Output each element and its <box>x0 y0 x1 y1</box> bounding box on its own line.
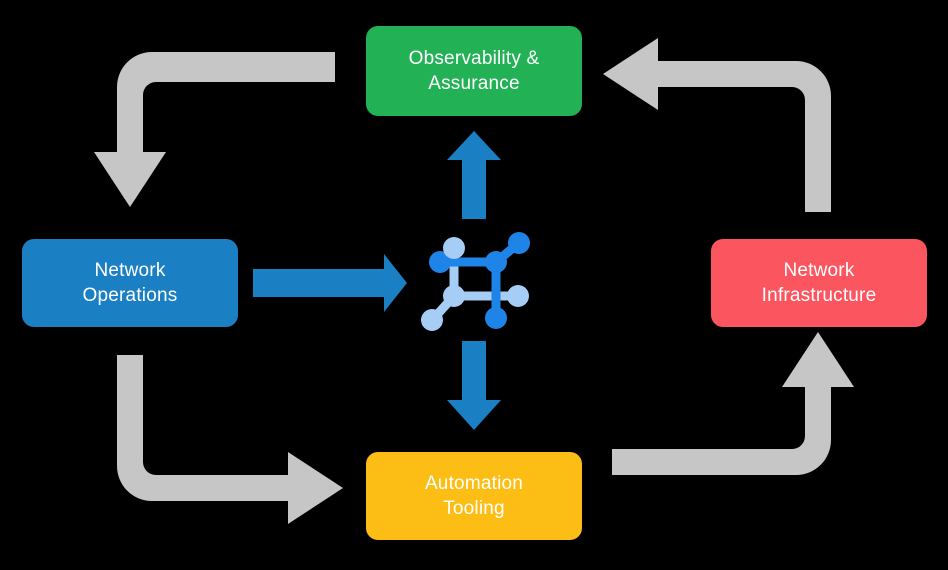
topology-node-top-right <box>508 232 530 254</box>
hub-arrow-hub-to-observability <box>447 131 501 219</box>
cycle-arrow-automation-to-infrastructure <box>612 332 854 475</box>
topology-node-left <box>429 251 451 273</box>
node-network-infrastructure-label: Network Infrastructure <box>761 259 877 306</box>
topology-node-bottom-left <box>421 309 443 331</box>
node-automation-tooling[interactable]: Automation Tooling <box>366 452 582 540</box>
topology-node-inner-bottom-left <box>443 285 465 307</box>
cycle-arrow-operations-to-automation <box>117 355 343 524</box>
topology-node-center <box>485 251 507 273</box>
node-observability-assurance-label: Observability & Assurance <box>408 47 540 94</box>
node-observability-assurance[interactable]: Observability & Assurance <box>366 26 582 116</box>
hub-arrow-hub-to-automation <box>447 341 501 430</box>
hub-arrow-operations-to-hub <box>253 254 407 312</box>
node-network-operations-label: Network Operations <box>82 259 178 306</box>
node-network-infrastructure[interactable]: Network Infrastructure <box>711 239 927 327</box>
node-automation-tooling-label: Automation Tooling <box>424 472 524 519</box>
cycle-arrow-operations-to-observability <box>94 52 335 207</box>
network-topology-icon <box>421 232 530 331</box>
topology-node-right <box>507 285 529 307</box>
node-network-operations[interactable]: Network Operations <box>22 239 238 327</box>
cycle-arrow-infrastructure-to-observability <box>603 38 831 212</box>
topology-node-top-left <box>443 237 465 259</box>
topology-node-bottom <box>485 307 507 329</box>
